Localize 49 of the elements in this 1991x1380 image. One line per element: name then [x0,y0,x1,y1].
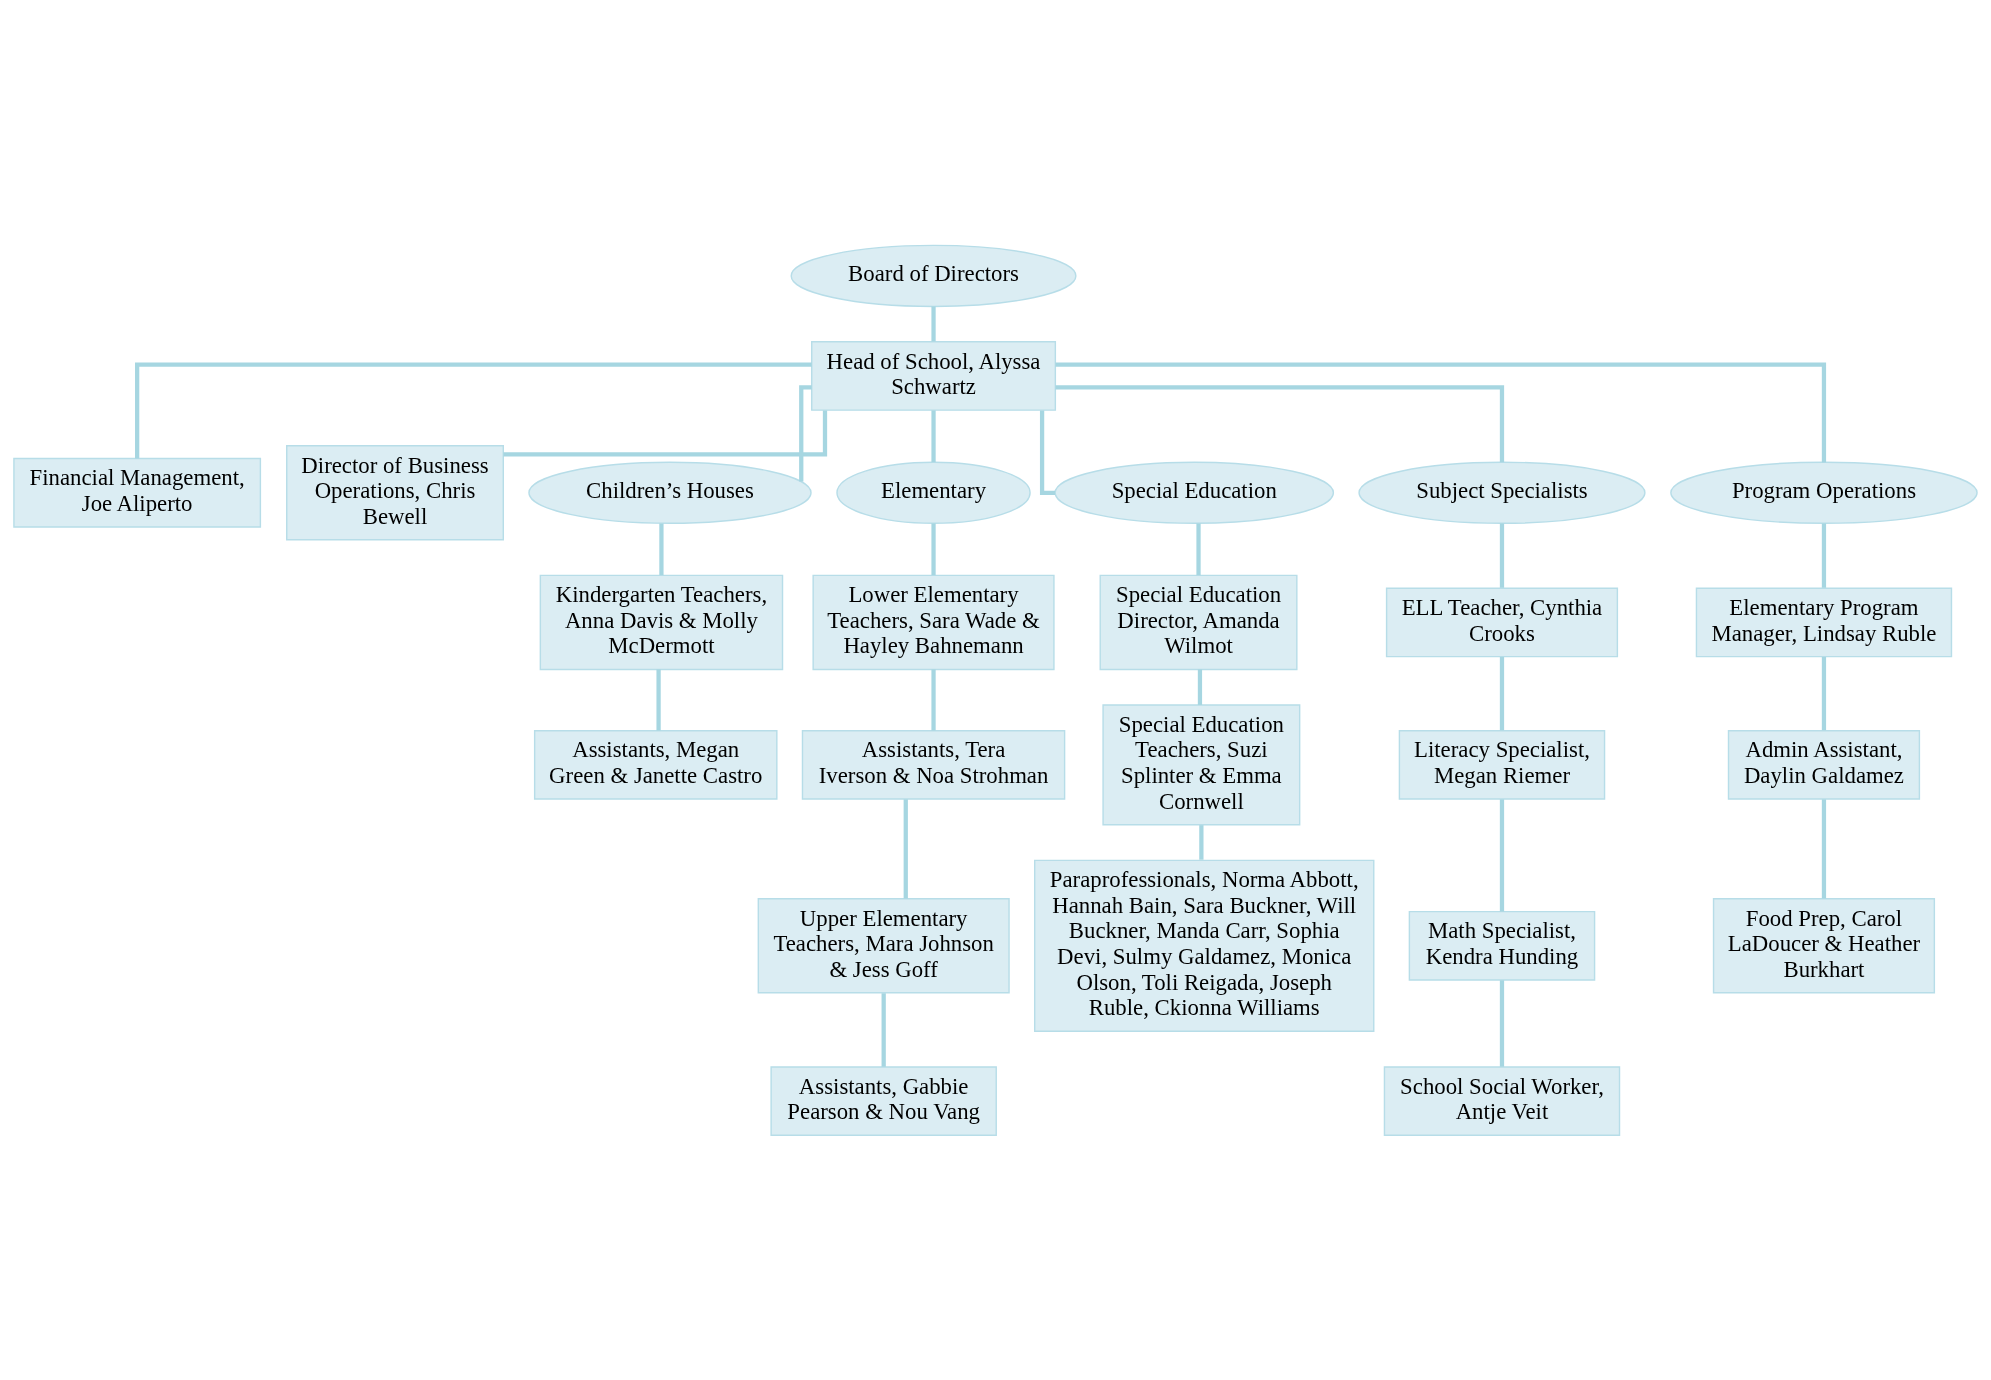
connector [1821,656,1827,730]
connector [1199,824,1204,860]
connector [1499,656,1505,730]
connector [931,305,936,341]
connector [1821,798,1827,898]
node-box: School Social Worker, Antje Veit [1383,1065,1621,1136]
connector [1499,979,1505,1067]
node-ellipse: Program Operations [1670,461,1978,524]
node-box: ELL Teacher, Cynthia Crooks [1385,587,1619,657]
connector [1499,798,1505,911]
connector [1821,523,1827,588]
node-box: Special Education Director, Amanda Wilmot [1099,574,1298,670]
connector [1197,668,1203,705]
connector [503,410,828,456]
node-box: Head of School, Alyssa Schwartz [811,340,1057,411]
connector [1055,384,1505,462]
connector [799,384,812,481]
connector [931,668,936,731]
node-box: Special Education Teachers, Suzi Splinter & Emma Cornwell [1102,703,1301,825]
node-box: Kindergarten Teachers, Anna Davis & Molly McDermott [539,574,784,670]
node-box: Financial Management, Joe Aliperto [13,457,262,528]
node-box: Upper Elementary Teachers, Mara Johnson & Jess Goff [757,897,1010,994]
node-box: Assistants, Tera Iverson & Noa Strohman [801,729,1066,800]
node-box: Literacy Specialist, Megan Riemer [1398,729,1606,800]
connector [1196,523,1201,575]
connector [931,409,936,462]
node-box: Director of Business Operations, Chris Bewell [286,444,504,540]
node-ellipse: Board of Directors [790,244,1077,307]
node-box: Assistants, Megan Green & Janette Castro [533,729,778,800]
connector [931,523,936,575]
connector [656,668,661,731]
node-ellipse: Elementary [836,461,1031,524]
connector [659,523,664,575]
node-box: Elementary Program Manager, Lindsay Ruble [1695,587,1953,657]
connector [135,361,812,458]
node-box: Paraprofessionals, Norma Abbott, Hannah Bain, Sara Buckner, Will Buckner, Manda Carr, Sophia Devi, Sulmy Galdamez, Monica Olson, Toli Reigada, Joseph Ruble, Ckionna Williams [1034,859,1375,1032]
connector [1055,361,1827,462]
node-ellipse: Special Education [1054,461,1335,524]
node-ellipse: Subject Specialists [1358,461,1646,524]
connector [1039,409,1056,495]
node-box: Math Specialist, Kendra Hunding [1408,910,1596,981]
node-box: Admin Assistant, Daylin Galdamez [1727,729,1921,800]
node-box: Food Prep, Carol LaDoucer & Heather Burkhart [1712,897,1936,994]
node-box: Lower Elementary Teachers, Sara Wade & Hayley Bahnemann [812,574,1055,670]
connector [881,992,886,1067]
connector [1499,523,1505,588]
connector [903,798,908,898]
node-box: Assistants, Gabbie Pearson & Nou Vang [770,1065,997,1136]
node-ellipse: Children’s Houses [528,461,812,524]
